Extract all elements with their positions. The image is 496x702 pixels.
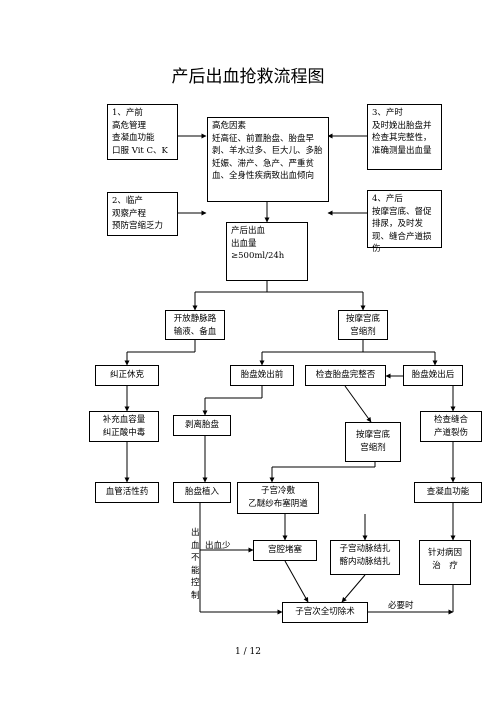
manual-removal-box: 剥离胎盘 <box>173 415 231 436</box>
suture-laceration-box: 检查缝合 产道裂伤 <box>420 411 482 442</box>
when-needed-label: 必要时 <box>388 601 414 611</box>
hysterectomy-box: 子宫次全切除术 <box>282 602 368 623</box>
page-number: 1 / 12 <box>235 647 261 657</box>
coagulation-check-box: 查凝血功能 <box>414 482 482 503</box>
placenta-accreta-box: 胎盘植入 <box>173 482 231 503</box>
artery-ligation-box: 子宫动脉结扎 髂内动脉结扎 <box>330 540 400 575</box>
placenta-not-delivered-box: 胎盘娩出前 <box>230 365 294 386</box>
uterine-massage-box: 按摩宫底 宫缩剂 <box>338 310 388 340</box>
vasoactive-drug-box: 血管活性药 <box>95 482 159 503</box>
check-placenta-box: 检查胎盘完整否 <box>305 365 386 386</box>
pph-box: 产后出血 出血量≥500ml/24h <box>226 222 308 281</box>
delivery-time-box: 3、产时 及时娩出胎盘并检查其完整性，准确测量出血量 <box>367 104 442 170</box>
etiology-treatment-box: 针对病因 治 疗 <box>419 540 471 585</box>
less-bleeding-label: 出血少 <box>205 541 231 551</box>
postpartum-box: 4、产后 按摩宫底、督促排尿，及时发现、缝合产道损伤 <box>367 190 442 254</box>
high-risk-factors-box: 高危因素 妊高征、前置胎盘、胎盘早剥、羊水过多、巨大儿、多胎妊娠、滞产、急产、严… <box>207 117 329 202</box>
page-title: 产后出血抢救流程图 <box>171 67 325 87</box>
replenish-volume-box: 补充血容量 纠正酸中毒 <box>89 411 159 442</box>
massage-oxytocin-box: 按摩宫底 宫缩剂 <box>345 422 401 462</box>
placenta-delivered-box: 胎盘娩出后 <box>403 365 463 386</box>
intrapartum-box: 2、临产 观察产程 预防宫缩乏力 <box>107 192 178 236</box>
prenatal-box: 1、产前 高危管理 查凝血功能 口服 Vit C、K <box>107 104 178 160</box>
cold-compress-box: 子宫冷敷 乙醚纱布塞阴道 <box>237 482 319 514</box>
iv-access-box: 开放静脉路 输液、备血 <box>165 310 225 340</box>
uncontrolled-bleeding-label: 出 血 不 能 控 制 <box>191 528 200 601</box>
correct-shock-box: 纠正休克 <box>95 365 159 386</box>
uterine-packing-box: 宫腔堵塞 <box>253 540 317 561</box>
